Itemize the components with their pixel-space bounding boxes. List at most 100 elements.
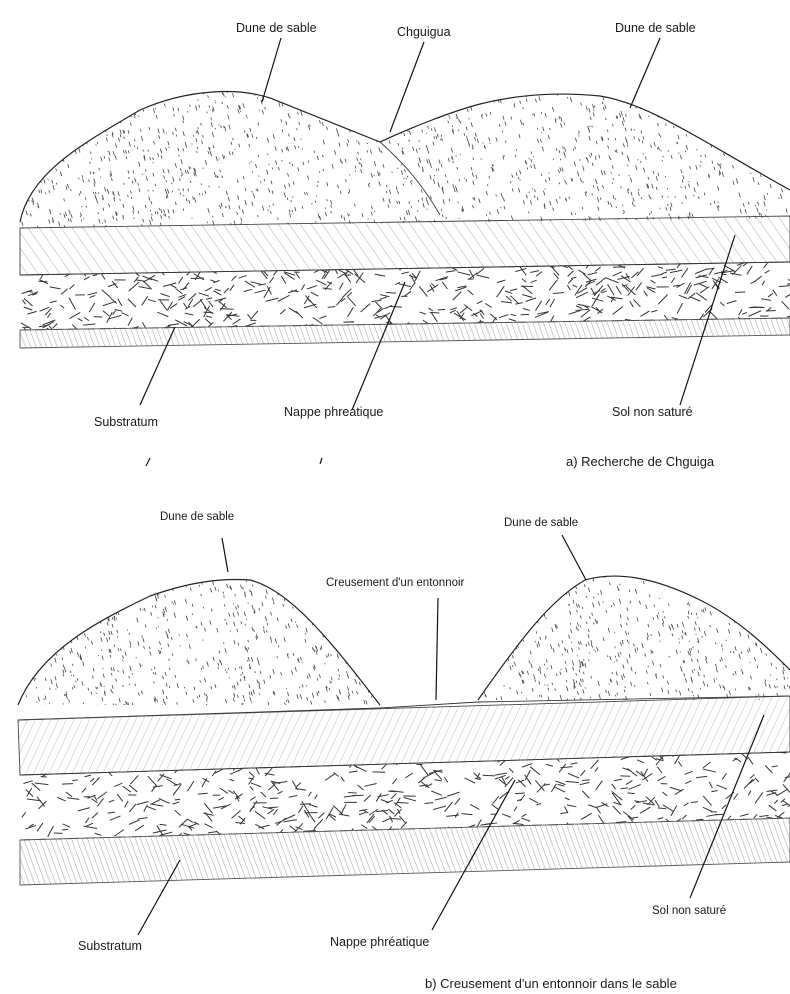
sand-grain (68, 589, 69, 592)
sand-grain (737, 93, 738, 97)
sand-grain (623, 664, 624, 668)
sand-grain (609, 155, 610, 158)
sand-grain (678, 135, 679, 139)
water-dash (323, 288, 332, 289)
sand-grain (212, 132, 213, 137)
sand-grain (622, 152, 623, 155)
sand-grain (307, 176, 308, 180)
water-dash (210, 280, 215, 282)
water-dash (134, 277, 138, 282)
water-dash (206, 316, 212, 317)
sand-grain (85, 94, 86, 99)
sand-grain (685, 186, 686, 189)
water-dash (774, 800, 777, 804)
sand-grain (132, 181, 133, 184)
water-dash (128, 318, 132, 326)
sand-grain (409, 201, 410, 204)
sand-grain (694, 627, 695, 630)
sand-grain (396, 97, 397, 99)
water-dash (536, 803, 541, 805)
sand-grain (358, 152, 359, 155)
sand-grain (701, 155, 702, 157)
sand-grain (277, 92, 278, 94)
sand-grain (555, 624, 556, 629)
sand-grain (173, 132, 174, 135)
sand-grain (55, 658, 56, 663)
sand-grain (682, 179, 683, 183)
sand-grain (174, 600, 175, 604)
water-dash (372, 300, 382, 302)
sand-grain (154, 141, 155, 144)
sand-grain (546, 636, 547, 638)
sand-grain (64, 124, 65, 127)
water-dash (495, 775, 506, 779)
sand-grain (193, 135, 194, 137)
sand-grain (151, 612, 152, 615)
sand-grain (650, 693, 651, 696)
sand-grain (277, 656, 278, 658)
water-dash (651, 280, 656, 283)
sand-grain (411, 181, 412, 185)
water-dash (549, 280, 557, 291)
sand-grain (50, 115, 51, 119)
sand-grain (642, 643, 643, 648)
sand-grain (56, 136, 57, 139)
sand-grain (220, 205, 221, 209)
sand-grain (771, 577, 772, 580)
sand-grain (767, 193, 768, 195)
water-dash (388, 791, 395, 792)
sand-grain (636, 166, 637, 171)
sand-grain (670, 207, 671, 211)
water-dash (289, 308, 298, 314)
sand-grain (157, 699, 158, 702)
sand-grain (41, 624, 42, 626)
sand-grain (639, 138, 640, 142)
sand-grain (725, 116, 726, 118)
sand-grain (473, 181, 474, 185)
sand-grain (660, 664, 661, 667)
sand-grain (319, 120, 320, 123)
water-dash (748, 311, 761, 317)
sand-grain (367, 627, 368, 630)
sand-grain (710, 203, 711, 205)
sand-grain (26, 95, 27, 99)
water-dash (685, 781, 691, 784)
water-dash (445, 802, 453, 812)
sand-grain (238, 643, 239, 646)
water-dash (309, 813, 316, 822)
sand-grain (654, 604, 655, 606)
sand-grain (75, 151, 76, 154)
sand-grain (113, 193, 114, 195)
sand-grain (129, 177, 130, 179)
sand-grain (224, 156, 225, 158)
sand-grain (629, 589, 630, 592)
water-dash (651, 310, 657, 312)
sand-grain (504, 206, 505, 209)
sand-grain (67, 614, 68, 617)
sand-grain (274, 89, 275, 93)
sand-grain (167, 635, 168, 639)
sand-grain (154, 667, 155, 670)
sand-grain (466, 136, 467, 140)
sand-grain (556, 91, 557, 96)
sand-grain (570, 97, 571, 102)
sand-grain (612, 672, 613, 674)
sand-grain (215, 684, 216, 688)
sand-grain (775, 652, 776, 654)
sand-grain (216, 156, 217, 161)
sand-grain (49, 637, 50, 640)
sand-grain (90, 162, 91, 164)
sand-grain (148, 585, 149, 587)
sand-grain (107, 638, 108, 642)
sand-grain (123, 670, 124, 674)
sand-grain (357, 644, 358, 648)
sand-grain (728, 102, 729, 104)
sand-grain (90, 171, 91, 174)
sand-grain (505, 141, 506, 143)
sand-grain (351, 600, 352, 604)
sand-grain (41, 89, 42, 94)
water-dash (250, 786, 253, 790)
water-dash (546, 299, 550, 305)
sand-grain (231, 142, 232, 145)
water-dash (596, 807, 601, 814)
